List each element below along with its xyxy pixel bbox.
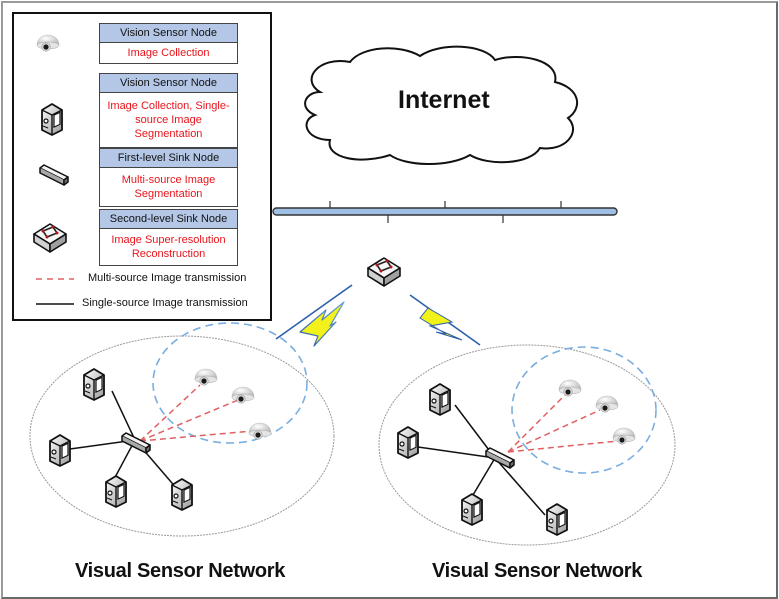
internet-cloud	[304, 45, 579, 165]
lightning-right-icon	[419, 307, 463, 341]
backbone-bus	[272, 201, 618, 223]
legend-entry-description: Image Collection, Single-source Image Se…	[107, 100, 230, 140]
dome-camera-node-icon	[194, 368, 218, 386]
legend-single-source-label: Single-source Image transmission	[82, 297, 248, 309]
camcorder-icon	[41, 103, 63, 136]
hub-bar-icon	[39, 164, 69, 186]
legend-multi-source-label: Multi-source Image transmission	[88, 272, 247, 284]
first-level-sink-node-icon	[121, 432, 151, 454]
camcorder-node-icon	[461, 493, 483, 526]
dome-camera-node-icon	[248, 422, 272, 440]
legend-entry-first-level-sink: First-level Sink Node Multi-source Image…	[99, 148, 238, 207]
legend-entry-description: Image Super-resolution Reconstruction	[111, 234, 226, 260]
switch-icon	[33, 223, 67, 253]
camcorder-node-icon	[546, 503, 568, 536]
legend-entry-vision-sensor-camcorder: Vision Sensor Node Image Collection, Sin…	[99, 73, 238, 148]
internet-label: Internet	[398, 86, 490, 114]
camcorder-node-icon	[397, 426, 419, 459]
network-caption-right: Visual Sensor Network	[432, 560, 643, 582]
camcorder-node-icon	[49, 434, 71, 467]
legend-entry-title: Vision Sensor Node	[100, 74, 237, 93]
lightning-left-icon	[299, 301, 345, 347]
visual-sensor-network-right	[378, 344, 676, 546]
legend-entry-title: Second-level Sink Node	[100, 210, 237, 229]
legend-entry-description: Multi-source Image Segmentation	[121, 174, 216, 200]
legend-entry-description: Image Collection	[127, 47, 210, 59]
legend-entry-title: First-level Sink Node	[100, 149, 237, 168]
legend-entry-title: Vision Sensor Node	[100, 24, 237, 43]
legend: Vision Sensor Node Image Collection Visi…	[12, 12, 272, 321]
network-caption-left: Visual Sensor Network	[75, 560, 286, 582]
wireless-link-right	[409, 294, 481, 346]
second-level-sink-node-icon	[367, 257, 401, 287]
camcorder-node-icon	[105, 475, 127, 508]
camcorder-node-icon	[429, 383, 451, 416]
visual-sensor-network-left	[29, 322, 335, 537]
dome-camera-node-icon	[558, 379, 582, 397]
camcorder-node-icon	[171, 478, 193, 511]
legend-icons	[33, 34, 74, 305]
wireless-link-left	[275, 284, 353, 347]
camcorder-node-icon	[83, 368, 105, 401]
dome-camera-node-icon	[612, 427, 636, 445]
dome-camera-icon	[36, 34, 60, 52]
legend-entry-vision-sensor-dome: Vision Sensor Node Image Collection	[99, 23, 238, 64]
legend-entry-second-level-sink: Second-level Sink Node Image Super-resol…	[99, 209, 238, 266]
